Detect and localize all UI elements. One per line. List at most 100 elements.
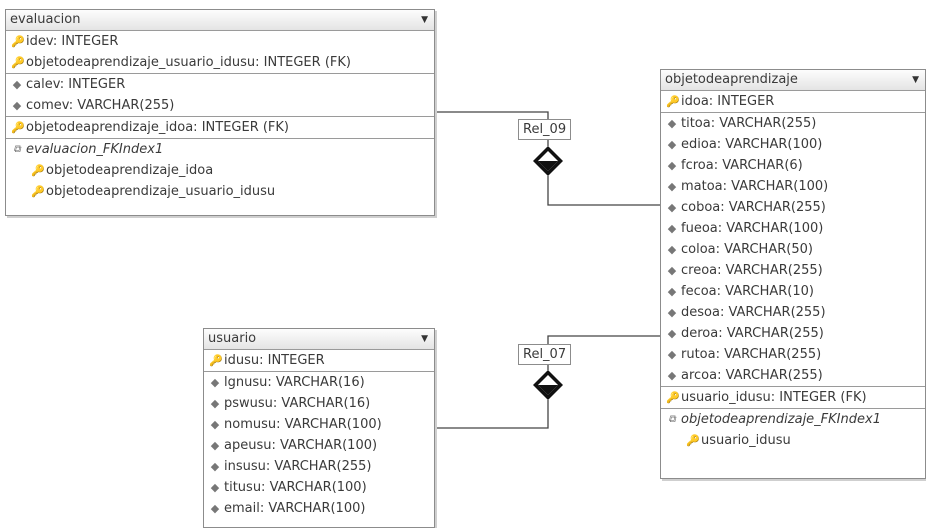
column-row[interactable]: ◆fueoa: VARCHAR(100) [661,218,925,239]
column-label: email: VARCHAR(100) [224,501,366,516]
diamond-icon: ◆ [210,397,220,410]
column-row[interactable]: 🔑idoa: INTEGER [661,91,925,112]
diamond-icon: ◆ [667,180,677,193]
table-header[interactable]: usuario ▼ [204,329,434,350]
column-label: calev: INTEGER [26,77,126,92]
diamond-icon: ◆ [667,348,677,361]
index-column-row[interactable]: 🔑usuario_idusu [661,430,925,451]
diamond-icon: ◆ [210,439,220,452]
column-label: creoa: VARCHAR(255) [681,263,823,278]
column-row[interactable]: ◆ rutoa: VARCHAR(255) [661,344,925,365]
column-label: lgnusu: VARCHAR(16) [224,375,365,390]
column-label: apeusu: VARCHAR(100) [224,438,378,453]
column-label: edioa: VARCHAR(100) [681,137,823,152]
column-label: objetodeaprendizaje_idoa: INTEGER (FK) [26,120,290,135]
column-label: insusu: VARCHAR(255) [224,459,372,474]
column-row[interactable]: ◆nomusu: VARCHAR(100) [204,414,434,435]
rel-09-label[interactable]: Rel_09 [518,119,572,140]
diamond-icon: ◆ [667,327,677,340]
dropdown-arrow-icon[interactable]: ▼ [912,75,919,85]
column-label: idoa: INTEGER [681,94,775,109]
key-icon: 🔑 [11,56,25,69]
column-row[interactable]: ◆ titusu: VARCHAR(100) [204,477,434,498]
diamond-icon: ◆ [667,369,677,382]
column-row[interactable]: 🔑idev: INTEGER [6,31,434,52]
diamond-icon: ◆ [667,138,677,151]
diamond-icon: ◆ [667,264,677,277]
column-row[interactable]: 🔑objetodeaprendizaje_idoa: INTEGER (FK) [6,116,434,138]
column-label: comev: VARCHAR(255) [26,98,175,113]
index-column-label: objetodeaprendizaje_idoa [46,163,214,178]
diamond-icon: ◆ [667,306,677,319]
rel-09-line-b [547,176,660,206]
table-header[interactable]: objetodeaprendizaje ▼ [661,70,925,91]
column-label: titusu: VARCHAR(100) [224,480,367,495]
column-row[interactable]: ◆ pswusu: VARCHAR(16) [204,393,434,414]
column-row[interactable]: ◆coboa: VARCHAR(255) [661,197,925,218]
table-objetodeaprendizaje[interactable]: objetodeaprendizaje ▼ 🔑idoa: INTEGER ◆ ti… [660,69,926,479]
column-label: desoa: VARCHAR(255) [681,305,826,320]
column-row[interactable]: 🔑idusu: INTEGER [204,350,434,371]
dropdown-arrow-icon[interactable]: ▼ [421,15,428,25]
key-icon: 🔑 [11,121,25,134]
key-icon: 🔑 [11,35,25,48]
index-icon: ⧉ [668,414,676,425]
column-label: rutoa: VARCHAR(255) [681,347,822,362]
column-row[interactable]: 🔑usuario_idusu: INTEGER (FK) [661,386,925,408]
table-title: usuario [208,331,257,346]
column-label: pswusu: VARCHAR(16) [224,396,371,411]
diamond-icon: ◆ [210,502,220,515]
index-label: evaluacion_FKIndex1 [26,142,164,157]
column-row[interactable]: ◆ coloa: VARCHAR(50) [661,239,925,260]
column-row[interactable]: ◆ arcoa: VARCHAR(255) [661,365,925,386]
table-usuario[interactable]: usuario ▼ 🔑idusu: INTEGER ◆ lgnusu: VARCH… [203,328,435,528]
column-row[interactable]: ◆ edioa: VARCHAR(100) [661,134,925,155]
column-label: fecoa: VARCHAR(10) [681,284,814,299]
index-row[interactable]: ⧉ objetodeaprendizaje_FKIndex1 [661,408,925,430]
column-row[interactable]: 🔑objetodeaprendizaje_usuario_idusu: INTE… [6,52,434,73]
diamond-icon: ◆ [210,376,220,389]
table-title: objetodeaprendizaje [665,72,798,87]
index-column-label: usuario_idusu [701,433,791,448]
diamond-icon: ◆ [667,159,677,172]
column-row[interactable]: ◆ apeusu: VARCHAR(100) [204,435,434,456]
column-row[interactable]: ◆comev: VARCHAR(255) [6,95,434,116]
column-row[interactable]: ◆calev: INTEGER [6,73,434,95]
column-row[interactable]: ◆fcroa: VARCHAR(6) [661,155,925,176]
column-row[interactable]: ◆ insusu: VARCHAR(255) [204,456,434,477]
column-row[interactable]: ◆ deroa: VARCHAR(255) [661,323,925,344]
key-icon: 🔑 [31,164,45,177]
table-header[interactable]: evaluacion ▼ [6,10,434,31]
index-icon: ⧉ [13,144,21,155]
column-row[interactable]: ◆ titoa: VARCHAR(255) [661,112,925,134]
diamond-icon: ◆ [667,117,677,130]
column-label: deroa: VARCHAR(255) [681,326,824,341]
diamond-icon: ◆ [210,481,220,494]
table-evaluacion[interactable]: evaluacion ▼ 🔑idev: INTEGER 🔑objetodeapr… [5,9,435,216]
table-title: evaluacion [10,12,81,27]
index-column-row[interactable]: 🔑objetodeaprendizaje_usuario_idusu [6,181,434,202]
column-label: arcoa: VARCHAR(255) [681,368,823,383]
index-column-row[interactable]: 🔑objetodeaprendizaje_idoa [6,160,434,181]
column-row[interactable]: ◆ desoa: VARCHAR(255) [661,302,925,323]
column-label: titoa: VARCHAR(255) [681,116,817,131]
key-icon: 🔑 [209,354,223,367]
column-label: idusu: INTEGER [224,353,325,368]
column-row[interactable]: ◆ matoa: VARCHAR(100) [661,176,925,197]
column-label: matoa: VARCHAR(100) [681,179,829,194]
column-label: idev: INTEGER [26,34,119,49]
index-label: objetodeaprendizaje_FKIndex1 [681,412,881,427]
column-row[interactable]: ◆ lgnusu: VARCHAR(16) [204,371,434,393]
dropdown-arrow-icon[interactable]: ▼ [421,334,428,344]
column-row[interactable]: ◆fecoa: VARCHAR(10) [661,281,925,302]
diamond-icon: ◆ [210,460,220,473]
diamond-icon: ◆ [667,243,677,256]
column-row[interactable]: ◆ email: VARCHAR(100) [204,498,434,519]
column-label: nomusu: VARCHAR(100) [224,417,382,432]
column-label: objetodeaprendizaje_usuario_idusu: INTEG… [26,55,351,70]
column-row[interactable]: ◆ creoa: VARCHAR(255) [661,260,925,281]
column-label: coloa: VARCHAR(50) [681,242,813,257]
rel-07-label[interactable]: Rel_07 [518,344,572,365]
diamond-icon: ◆ [667,201,677,214]
index-row[interactable]: ⧉ evaluacion_FKIndex1 [6,138,434,160]
